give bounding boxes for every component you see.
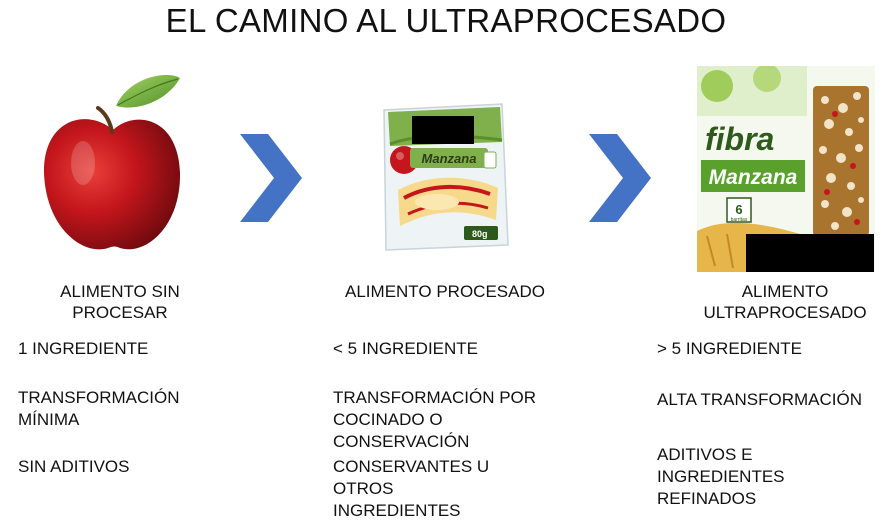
stage-item-additives: SIN ADITIVOS xyxy=(18,457,130,476)
box-count-unit: barritas xyxy=(731,217,748,223)
red-apple-icon xyxy=(43,75,181,250)
package-label: Manzana xyxy=(422,151,477,166)
apple-image xyxy=(38,68,188,258)
redaction-box xyxy=(746,234,874,272)
box-brand: fibra xyxy=(705,121,774,157)
stage-item-transformation: ALTA TRANSFORMACIÓN xyxy=(657,390,862,409)
box-count-number: 6 xyxy=(735,202,742,217)
stage-item-ingredients: > 5 INGREDIENTE xyxy=(657,339,803,358)
stage-item-ingredients: 1 INGREDIENTE xyxy=(18,339,149,358)
arrow-right-icon xyxy=(589,134,651,222)
stage-heading-processed: ALIMENTO PROCESADO xyxy=(345,282,545,301)
arrow-right-icon xyxy=(240,134,302,222)
cereal-bar-box-icon: fibra Manzana 6 barritas xyxy=(697,64,875,272)
stage-heading-unprocessed: ALIMENTO SIN PROCESAR xyxy=(60,282,180,322)
stage-item-transformation: TRANSFORMACIÓN MÍNIMA xyxy=(18,388,180,429)
packaged-apple-image: Manzana 80g xyxy=(312,80,576,270)
stage-item-additives: CONSERVANTES U OTROS INGREDIENTES xyxy=(333,457,490,520)
stage-item-additives: ADITIVOS E INGREDIENTES REFINADOS xyxy=(657,445,785,508)
stage-item-ingredients: < 5 INGREDIENTE xyxy=(333,339,479,358)
cereal-bar-box-image: fibra Manzana 6 barritas xyxy=(697,64,875,272)
stage-item-transformation: TRANSFORMACIÓN POR COCINADO O CONSERVACI… xyxy=(333,388,537,451)
package-weight: 80g xyxy=(472,229,488,239)
redaction-box xyxy=(412,116,474,144)
page-title: EL CAMINO AL ULTRAPROCESADO xyxy=(165,2,727,39)
stage-heading-ultraprocessed: ALIMENTO ULTRAPROCESADO xyxy=(703,282,867,322)
box-product: Manzana xyxy=(709,166,798,189)
packaged-apple-slices-icon: Manzana 80g xyxy=(383,103,509,251)
